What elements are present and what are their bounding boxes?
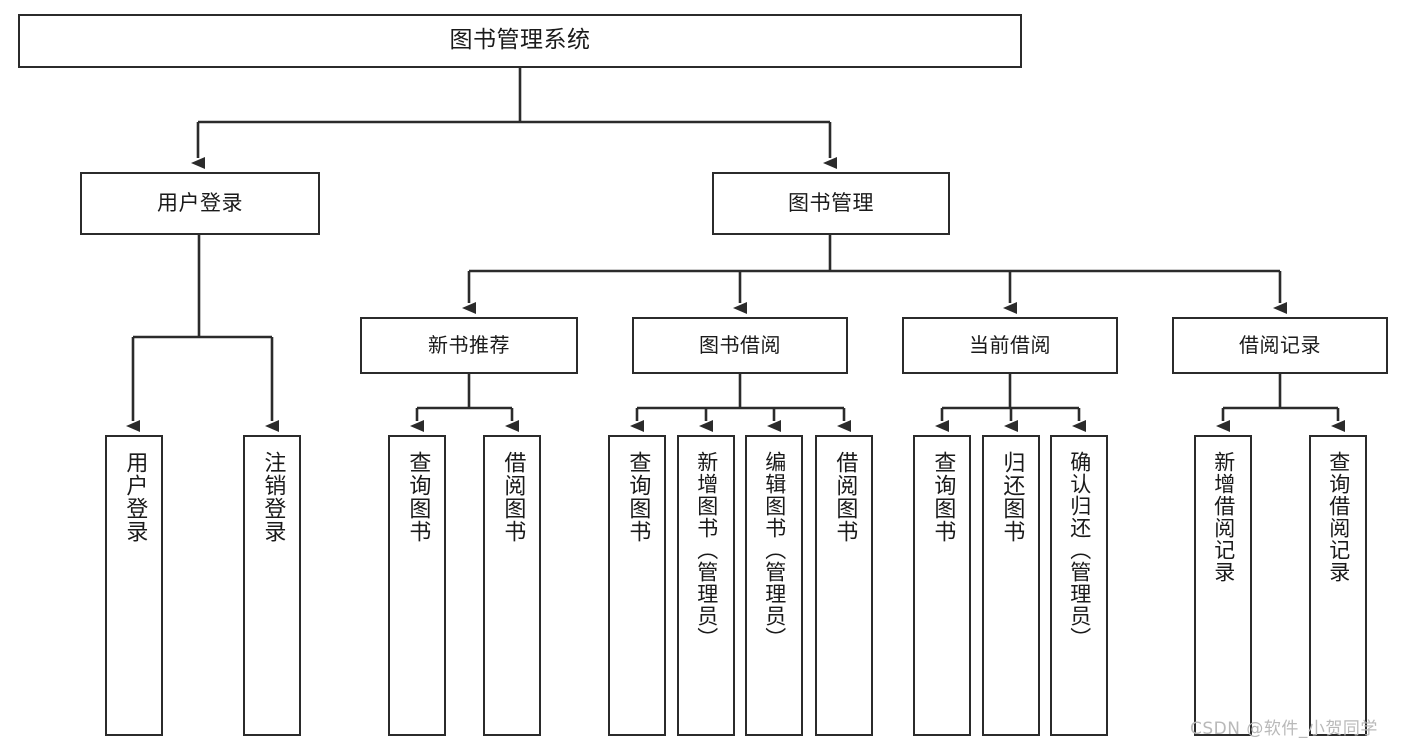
- leaf-add-borrow-record[interactable]: 新增借阅记录: [1194, 435, 1252, 736]
- leaf-confirm-return-admin[interactable]: 确认归还（管理员）: [1050, 435, 1108, 736]
- node-label: 查询图书: [405, 451, 431, 543]
- leaf-query-book-current[interactable]: 查询图书: [913, 435, 971, 736]
- node-label: 借阅图书: [832, 451, 858, 543]
- leaf-query-book-recommend[interactable]: 查询图书: [388, 435, 446, 736]
- node-current-borrow[interactable]: 当前借阅: [902, 317, 1118, 374]
- watermark: CSDN @软件_小贺同学: [1190, 719, 1378, 739]
- node-label: 查询图书: [930, 451, 956, 543]
- leaf-query-book-borrow[interactable]: 查询图书: [608, 435, 666, 736]
- node-label: 图书管理: [788, 191, 874, 216]
- node-book-management[interactable]: 图书管理: [712, 172, 950, 235]
- node-label: 图书借阅: [699, 332, 781, 357]
- node-label: 确认归还（管理员）: [1067, 451, 1092, 649]
- node-label: 新增图书（管理员）: [694, 451, 719, 649]
- node-label: 用户登录: [157, 191, 243, 216]
- leaf-return-book[interactable]: 归还图书: [982, 435, 1040, 736]
- leaf-borrow-book-recommend[interactable]: 借阅图书: [483, 435, 541, 736]
- node-label: 用户登录: [122, 451, 148, 543]
- node-borrow-records[interactable]: 借阅记录: [1172, 317, 1388, 374]
- node-label: 查询借阅记录: [1326, 451, 1351, 583]
- node-label: 当前借阅: [969, 332, 1051, 357]
- node-book-borrow[interactable]: 图书借阅: [632, 317, 848, 374]
- node-label: 新增借阅记录: [1211, 451, 1236, 583]
- node-label: 图书管理系统: [449, 27, 591, 54]
- node-label: 新书推荐: [428, 332, 510, 357]
- leaf-query-borrow-record[interactable]: 查询借阅记录: [1309, 435, 1367, 736]
- node-user-login[interactable]: 用户登录: [80, 172, 320, 235]
- node-label: 编辑图书（管理员）: [762, 451, 787, 649]
- node-label: 注销登录: [260, 451, 286, 543]
- node-label: 查询图书: [625, 451, 651, 543]
- node-new-book-recommend[interactable]: 新书推荐: [360, 317, 578, 374]
- node-root-system[interactable]: 图书管理系统: [18, 14, 1022, 68]
- leaf-edit-book-admin[interactable]: 编辑图书（管理员）: [745, 435, 803, 736]
- leaf-add-book-admin[interactable]: 新增图书（管理员）: [677, 435, 735, 736]
- leaf-logout[interactable]: 注销登录: [243, 435, 301, 736]
- node-label: 归还图书: [999, 451, 1025, 543]
- node-label: 借阅记录: [1239, 332, 1321, 357]
- leaf-borrow-book[interactable]: 借阅图书: [815, 435, 873, 736]
- leaf-user-login[interactable]: 用户登录: [105, 435, 163, 736]
- node-label: 借阅图书: [500, 451, 526, 543]
